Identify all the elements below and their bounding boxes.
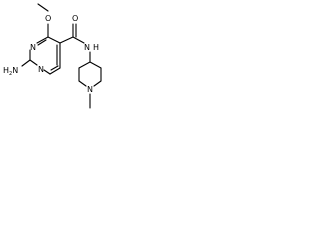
bond-c2-nh2 [21,59,31,67]
bond-n1-c6 [43,69,51,75]
bond-c4-n3 [36,36,49,44]
bond-pip-3 [93,80,102,87]
atom-labels: O N N H2N O N H N [3,14,99,94]
structure-diagram: O N N H2N O N H N [0,0,127,122]
molecule-svg: O N N H2N O N H N [3,3,102,109]
bond-pip-6 [78,61,91,69]
bond-c4-n3-double [37,39,47,46]
bond-pip-4 [78,80,87,87]
bond-ch3-o [37,3,49,12]
ring-n1-label: N [38,65,44,74]
bond-c2-n1 [29,59,38,66]
methoxy-oxygen-label: O [45,14,51,23]
bond-c6-c5 [49,67,61,75]
bond-c5-carbonyl [59,36,74,44]
amide-n-label: N [84,43,90,52]
piperidine-n-label: N [87,85,93,94]
bond-c6-c5-double [50,65,59,71]
amine-label: H2N [3,66,18,77]
bonds [21,3,102,109]
bond-c4-top [47,36,61,44]
amide-h-label: H [93,43,99,52]
bond-pip-1 [89,61,102,69]
ring-n3-label: N [30,43,36,52]
bond-carbonyl-n [72,36,85,44]
carbonyl-oxygen-label: O [72,14,78,23]
